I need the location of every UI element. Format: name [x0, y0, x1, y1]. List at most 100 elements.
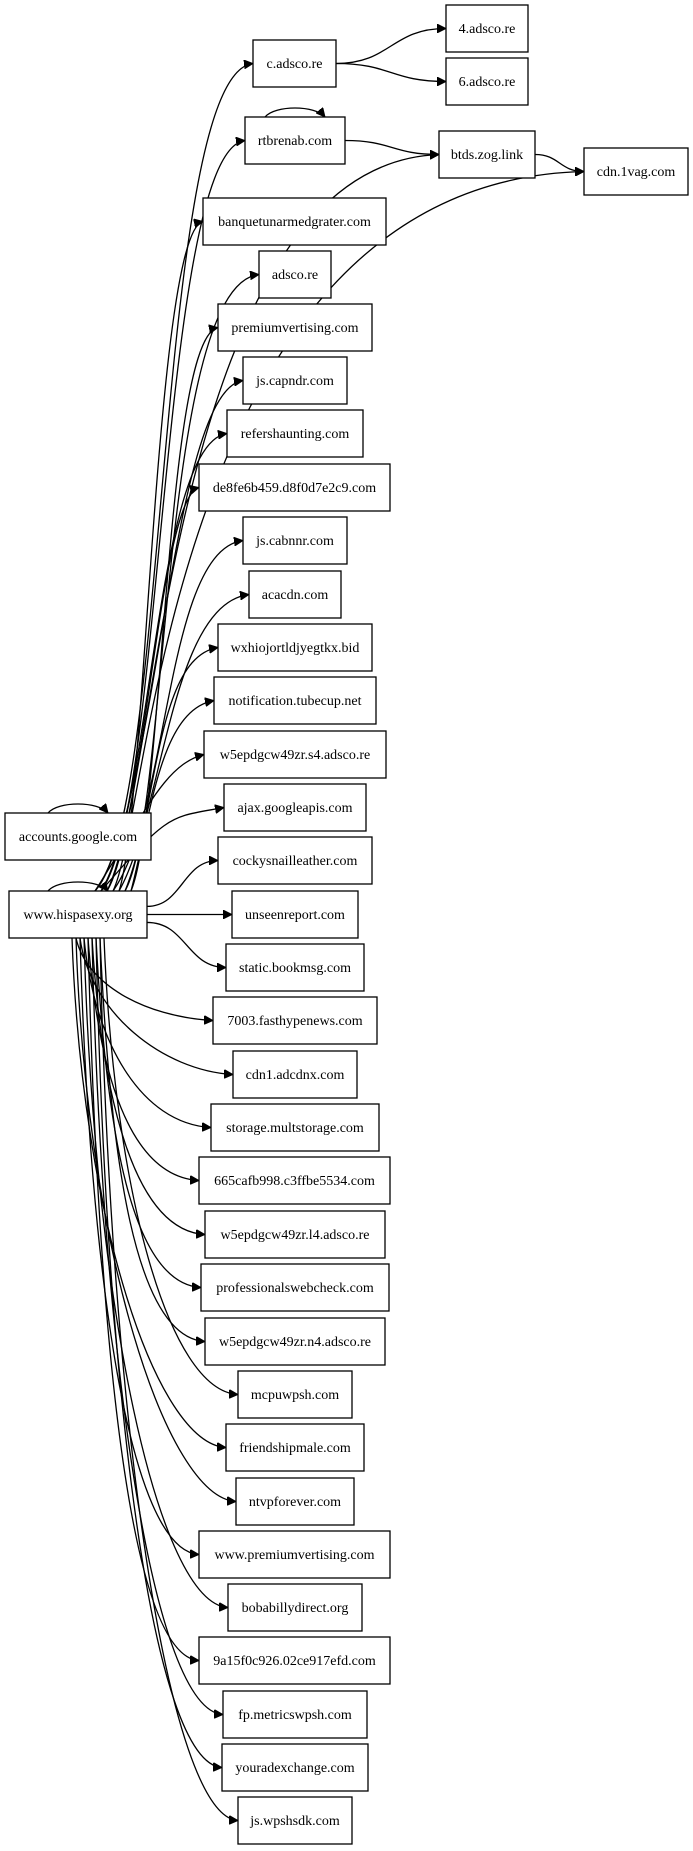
node-premiumvertising-com: premiumvertising.com	[217, 303, 373, 352]
node-box	[226, 409, 364, 458]
node-friendshipmale-com: friendshipmale.com	[225, 1423, 365, 1472]
node-label: js.cabnnr.com	[255, 534, 334, 549]
edge-www-hispasexy-org-to-static-bookmsg-com	[146, 921, 226, 967]
edge-www-hispasexy-org-to-9a15f0c926-02ce917efd-com	[87, 937, 199, 1661]
node-box	[225, 1423, 365, 1472]
node-de8fe6b459-d8f0d7e2c9-com: de8fe6b459.d8f0d7e2c9.com	[198, 463, 391, 512]
node-box	[235, 1477, 355, 1526]
node-label: adsco.re	[272, 268, 318, 283]
node-box	[248, 570, 342, 619]
node-box	[198, 1156, 391, 1205]
node-label: js.wpshsdk.com	[249, 1814, 340, 1829]
node-box	[210, 1103, 380, 1152]
edge-rtbrenab-com-to-btds-zog-link	[344, 139, 439, 155]
edge-www-hispasexy-org-to-7003-fasthypenews-com	[75, 937, 213, 1021]
node-label: js.capndr.com	[255, 374, 334, 389]
node-label: 6.adsco.re	[459, 75, 516, 90]
node-acacdn-com: acacdn.com	[248, 570, 342, 619]
edge-rtbrenab-com-to-rtbrenab-com	[264, 108, 325, 117]
node-box	[225, 943, 365, 992]
node-label: wxhiojortldjyegtkx.bid	[231, 641, 360, 656]
node-box	[203, 730, 387, 779]
node-js-cabnnr-com: js.cabnnr.com	[242, 516, 348, 565]
node-box	[217, 303, 373, 352]
node-cdn1-adcdnx-com: cdn1.adcdnx.com	[232, 1050, 358, 1099]
node-box	[221, 1743, 369, 1792]
node-label: rtbrenab.com	[258, 134, 332, 149]
edge-www-hispasexy-org-to-bobabillydirect-org	[83, 937, 228, 1608]
edge-www-hispasexy-org-to-cdn1-adcdnx-com	[79, 937, 233, 1075]
node-www-hispasexy-org: www.hispasexy.org	[8, 890, 148, 939]
node-ntvpforever-com: ntvpforever.com	[235, 1477, 355, 1526]
node-wxhiojortldjyegtkx-bid: wxhiojortldjyegtkx.bid	[217, 623, 373, 672]
node-box	[242, 356, 348, 405]
node-box	[445, 4, 529, 53]
node-cdn-1vag-com: cdn.1vag.com	[583, 147, 689, 196]
nodes-layer: c.adsco.re 4.adsco.re 6.adsco.re rtbrenab.c…	[4, 4, 689, 1845]
node-label: cdn1.adcdnx.com	[246, 1068, 345, 1083]
node-refershaunting-com: refershaunting.com	[226, 409, 364, 458]
node-adsco-re: adsco.re	[258, 250, 332, 299]
edge-www-hispasexy-org-to-js-wpshsdk-com	[99, 937, 238, 1821]
node-box	[227, 1583, 363, 1632]
node-w5epdgcw49zr-s4-adsco-re: w5epdgcw49zr.s4.adsco.re	[203, 730, 387, 779]
node-9a15f0c926-02ce917efd-com: 9a15f0c926.02ce917efd.com	[198, 1636, 391, 1685]
node-js-capndr-com: js.capndr.com	[242, 356, 348, 405]
edge-accounts-google-com-to-accounts-google-com	[47, 804, 108, 813]
node-www-premiumvertising-com: www.premiumvertising.com	[198, 1530, 391, 1579]
node-label: cdn.1vag.com	[597, 165, 676, 180]
node-label: banquetunarmedgrater.com	[218, 215, 371, 230]
edge-www-hispasexy-org-to-cockysnailleather-com	[146, 861, 218, 908]
node-6-adsco-re: 6.adsco.re	[445, 57, 529, 106]
node-box	[217, 836, 373, 885]
node-fp-metricswpsh-com: fp.metricswpsh.com	[222, 1690, 368, 1739]
node-label: acacdn.com	[262, 588, 329, 603]
node-label: 9a15f0c926.02ce917efd.com	[213, 1654, 376, 1669]
node-label: w5epdgcw49zr.n4.adsco.re	[219, 1335, 371, 1350]
node-cockysnailleather-com: cockysnailleather.com	[217, 836, 373, 885]
node-box	[223, 783, 367, 832]
edge-c-adsco-re-to-6-adsco-re	[335, 62, 446, 82]
edge-www-hispasexy-org-to-youradexchange-com	[95, 937, 222, 1768]
node-label: refershaunting.com	[241, 427, 350, 442]
node-box	[198, 1530, 391, 1579]
node-unseenreport-com: unseenreport.com	[231, 890, 359, 939]
node-c-adsco-re: c.adsco.re	[252, 39, 337, 88]
node-label: c.adsco.re	[267, 57, 323, 72]
node-box	[445, 57, 529, 106]
node-label: professionalswebcheck.com	[216, 1281, 374, 1296]
node-label: fp.metricswpsh.com	[238, 1708, 352, 1723]
node-label: 4.adsco.re	[459, 22, 516, 37]
edge-c-adsco-re-to-4-adsco-re	[335, 29, 446, 65]
node-label: de8fe6b459.d8f0d7e2c9.com	[213, 481, 376, 496]
node-box	[212, 996, 378, 1045]
edge-www-hispasexy-org-to-w5epdgcw49zr-s4-adsco-re	[94, 755, 204, 892]
node-box	[204, 1317, 386, 1366]
node-bobabillydirect-org: bobabillydirect.org	[227, 1583, 363, 1632]
edge-www-hispasexy-org-to-www-premiumvertising-com	[79, 937, 199, 1555]
node-label: www.premiumvertising.com	[214, 1548, 374, 1563]
node-box	[217, 623, 373, 672]
node-label: static.bookmsg.com	[239, 961, 351, 976]
node-box	[200, 1263, 390, 1312]
edge-www-hispasexy-org-to-fp-metricswpsh-com	[91, 937, 223, 1715]
node-label: w5epdgcw49zr.s4.adsco.re	[220, 748, 370, 763]
edge-www-hispasexy-org-to-ntvpforever-com	[75, 937, 236, 1502]
node-storage-multstorage-com: storage.multstorage.com	[210, 1103, 380, 1152]
node-665cafb998-c3ffbe5534-com: 665cafb998.c3ffbe5534.com	[198, 1156, 391, 1205]
node-box	[198, 463, 391, 512]
node-label: btds.zog.link	[451, 148, 523, 163]
node-box	[231, 890, 359, 939]
node-label: w5epdgcw49zr.l4.adsco.re	[221, 1228, 370, 1243]
node-label: cockysnailleather.com	[233, 854, 358, 869]
node-box	[8, 890, 148, 939]
node-label: accounts.google.com	[19, 830, 137, 845]
node-label: notification.tubecup.net	[229, 694, 362, 709]
node-professionalswebcheck-com: professionalswebcheck.com	[200, 1263, 390, 1312]
node-box	[202, 197, 387, 246]
node-static-bookmsg-com: static.bookmsg.com	[225, 943, 365, 992]
node-label: 7003.fasthypenews.com	[227, 1014, 362, 1029]
node-accounts-google-com: accounts.google.com	[4, 812, 152, 861]
node-label: ajax.googleapis.com	[237, 801, 352, 816]
